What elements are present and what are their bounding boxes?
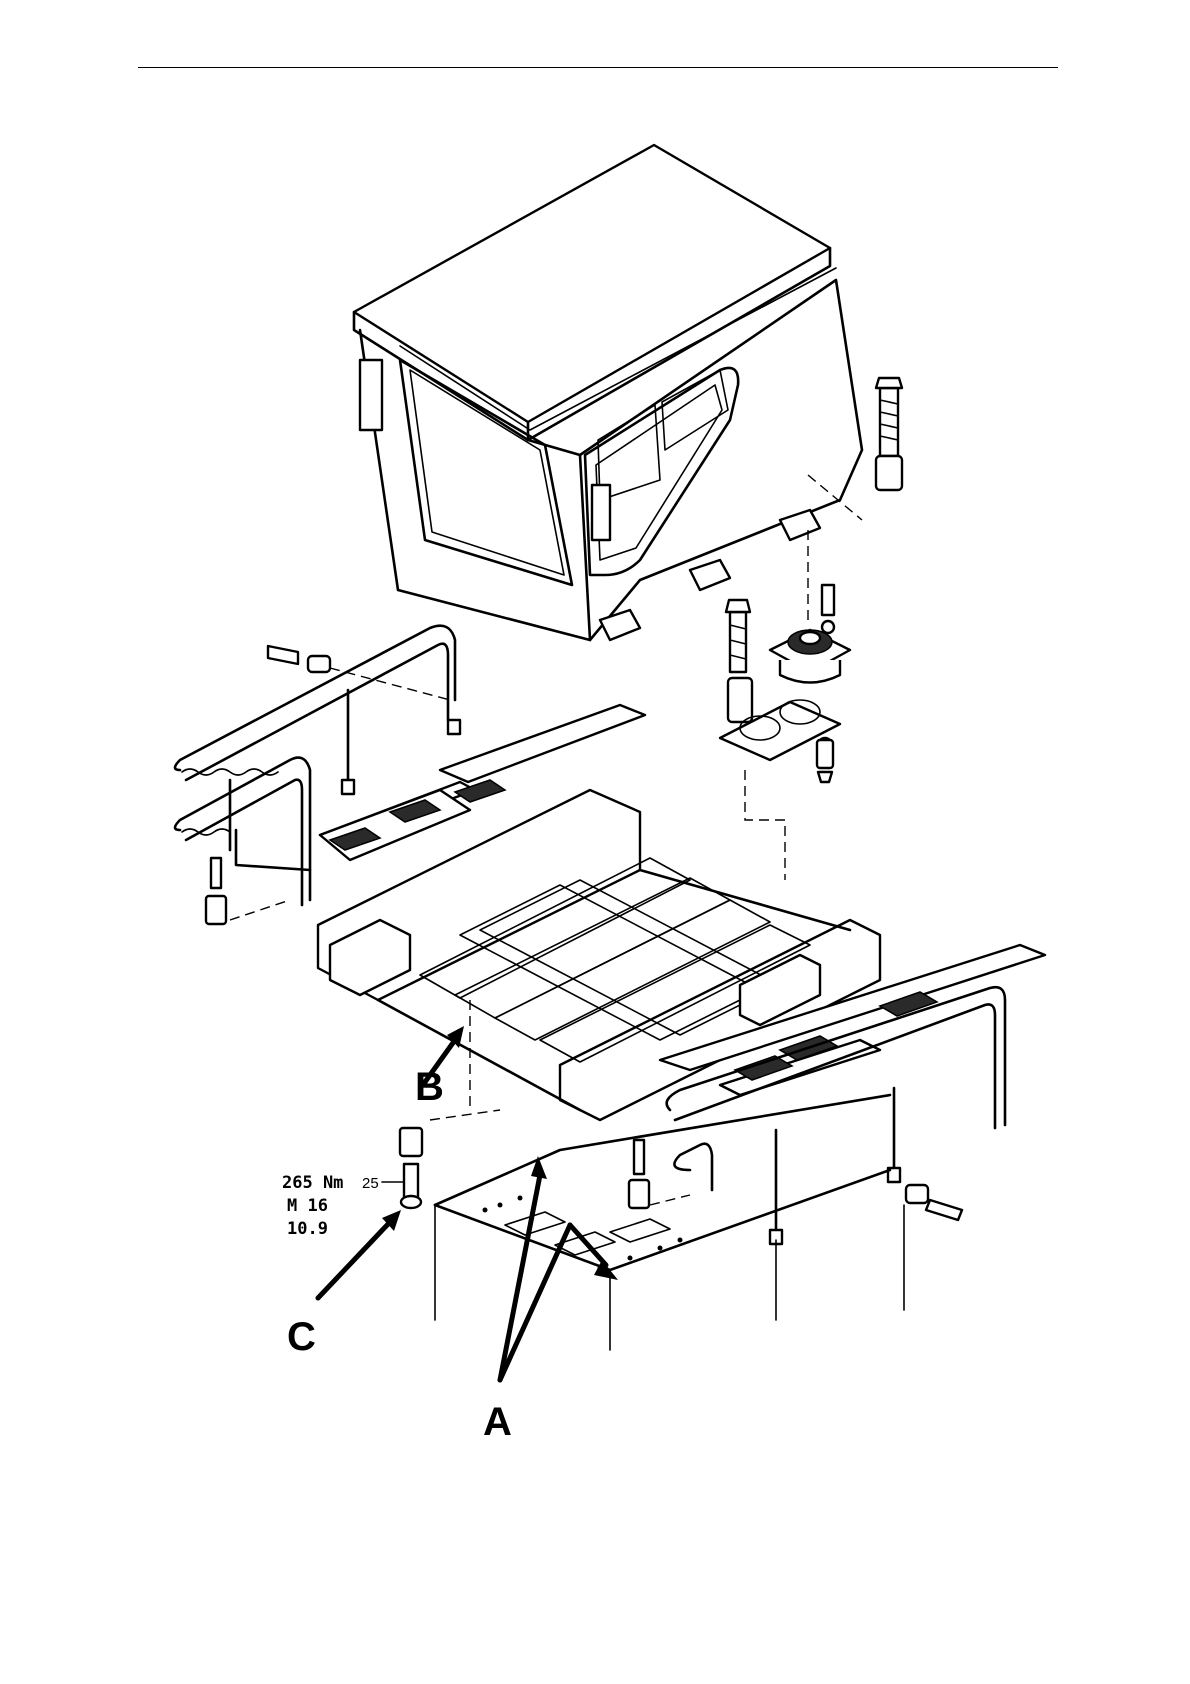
bolt xyxy=(404,1164,418,1200)
cab-bracket xyxy=(780,510,820,540)
bolt xyxy=(634,1140,644,1174)
callout-c-label: C xyxy=(287,1315,316,1359)
spacer xyxy=(906,1185,928,1203)
spacer xyxy=(308,656,330,672)
upper-bolt-set xyxy=(876,378,902,490)
item-number: 25 xyxy=(362,1175,379,1192)
rail-top xyxy=(175,626,455,770)
cab-bracket xyxy=(600,610,640,640)
bolt-grade: 10.9 xyxy=(287,1219,328,1239)
bolt xyxy=(880,388,898,456)
cab-roof xyxy=(354,145,830,422)
walkway-plate xyxy=(440,705,645,782)
spacer xyxy=(728,678,752,722)
torque-value: 265 Nm xyxy=(282,1173,343,1193)
spacer xyxy=(876,456,902,490)
callout-b-label: B xyxy=(415,1065,444,1109)
callout-a-label: A xyxy=(483,1400,512,1444)
rubber-isolator-assembly xyxy=(720,585,850,880)
bolt xyxy=(211,858,221,888)
cab-bracket xyxy=(690,560,730,590)
arrow-a1 xyxy=(500,1175,540,1380)
bolt xyxy=(268,646,298,664)
arrow-c xyxy=(318,1222,390,1298)
door-handle xyxy=(592,485,610,540)
spacer xyxy=(400,1128,422,1156)
frame-bolt-item-25 xyxy=(382,1128,422,1208)
left-handle xyxy=(360,360,382,430)
spacer xyxy=(206,896,226,924)
small-bolt xyxy=(822,585,834,615)
thread-size: M 16 xyxy=(287,1196,328,1216)
chassis xyxy=(435,1095,904,1350)
cab xyxy=(354,145,862,640)
arrow-a2 xyxy=(500,1225,570,1380)
bolt xyxy=(926,1200,962,1220)
spacer xyxy=(629,1180,649,1208)
arrow-a3 xyxy=(570,1225,606,1265)
